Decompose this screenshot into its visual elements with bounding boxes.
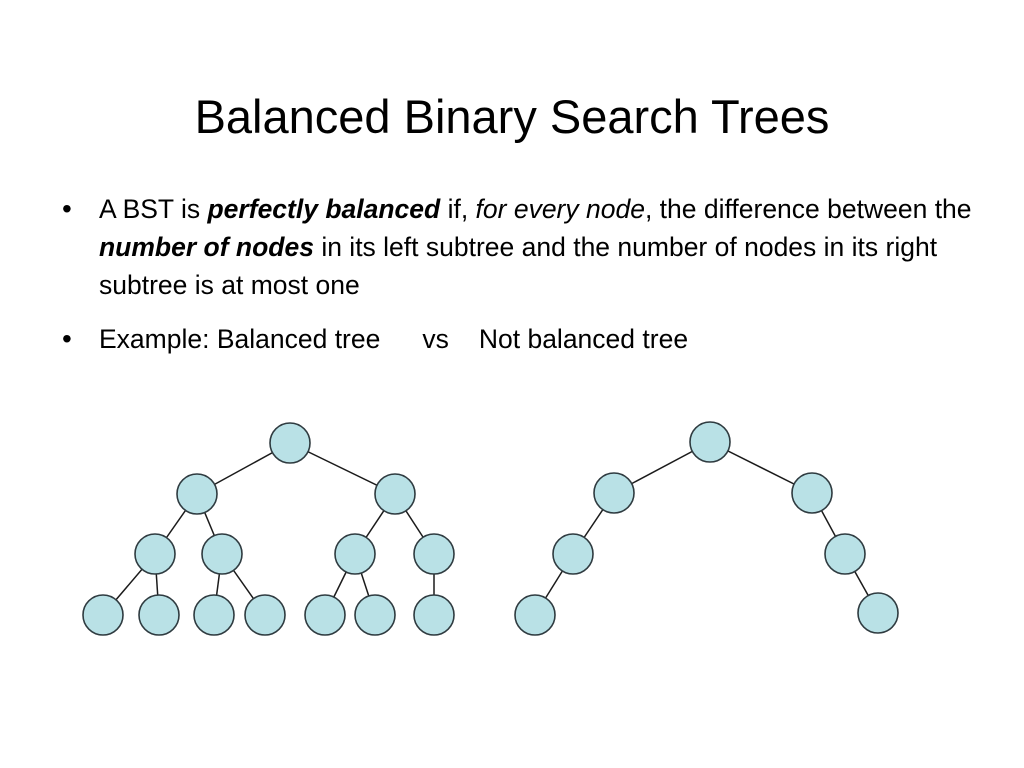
- tree-node: [193, 594, 235, 636]
- tree-node: [374, 473, 416, 515]
- list-item: • Example: Balanced tree vs Not balanced t…: [58, 320, 978, 358]
- tree-edge: [844, 553, 879, 614]
- tree-node: [138, 594, 180, 636]
- run-text: in its left subtree and the number of no…: [99, 232, 938, 300]
- tree-node: [334, 533, 376, 575]
- tree-node: [176, 473, 218, 515]
- bullet-text-definition: A BST is perfectly balanced if, for ever…: [99, 194, 972, 300]
- tree-node: [244, 594, 286, 636]
- run-emphasis-perfectly-balanced: perfectly balanced: [207, 194, 441, 224]
- tree-edge: [394, 493, 435, 555]
- run-emphasis-number-of-nodes: number of nodes: [99, 232, 314, 262]
- tree-node: [689, 421, 731, 463]
- list-item: • A BST is perfectly balanced if, for ev…: [58, 190, 978, 304]
- tree-node: [857, 592, 899, 634]
- tree-edge: [354, 553, 376, 616]
- tree-edge: [213, 553, 223, 616]
- tree-node: [82, 594, 124, 636]
- tree-edge: [324, 553, 356, 616]
- bullet-marker-icon: •: [62, 193, 72, 224]
- page-title: Balanced Binary Search Trees: [194, 90, 830, 144]
- tree-edge: [102, 553, 156, 616]
- not-balanced-tree-graphic: [514, 421, 899, 636]
- tree-node: [304, 594, 346, 636]
- bullet-list: • A BST is perfectly balanced if, for ev…: [58, 190, 978, 360]
- tree-node: [201, 533, 243, 575]
- tree-edge: [613, 441, 711, 494]
- tree-edge: [572, 492, 615, 555]
- tree-node: [552, 533, 594, 575]
- tree-node: [354, 594, 396, 636]
- run-text: , the difference between the: [644, 194, 972, 224]
- run-emphasis-for-every-node: for every node: [475, 194, 645, 224]
- tree-edge: [154, 553, 160, 616]
- tree-edge: [811, 492, 846, 555]
- tree-edge: [221, 553, 266, 616]
- tree-node: [413, 594, 455, 636]
- run-text: A BST is: [99, 194, 208, 224]
- tree-node: [593, 472, 635, 514]
- label-balanced-tree: Example: Balanced tree: [99, 324, 381, 354]
- label-vs: vs: [422, 324, 449, 354]
- bullet-marker-icon: •: [62, 323, 72, 354]
- tree-node: [413, 533, 455, 575]
- tree-edge: [289, 442, 396, 495]
- tree-node: [514, 594, 556, 636]
- balanced-tree-graphic: [82, 422, 455, 636]
- tree-edge: [709, 441, 813, 494]
- tree-node: [269, 422, 311, 464]
- tree-node: [134, 533, 176, 575]
- run-text: if,: [440, 194, 476, 224]
- tree-edge: [154, 493, 198, 555]
- label-not-balanced-tree: Not balanced tree: [478, 324, 689, 354]
- tree-edge: [196, 442, 291, 495]
- tree-edge: [354, 493, 396, 555]
- tree-edge: [534, 553, 574, 616]
- bullet-text-example: Example: Balanced tree vs Not balanced tre…: [99, 324, 688, 354]
- tree-node: [791, 472, 833, 514]
- tree-node: [824, 533, 866, 575]
- tree-edge: [196, 493, 223, 555]
